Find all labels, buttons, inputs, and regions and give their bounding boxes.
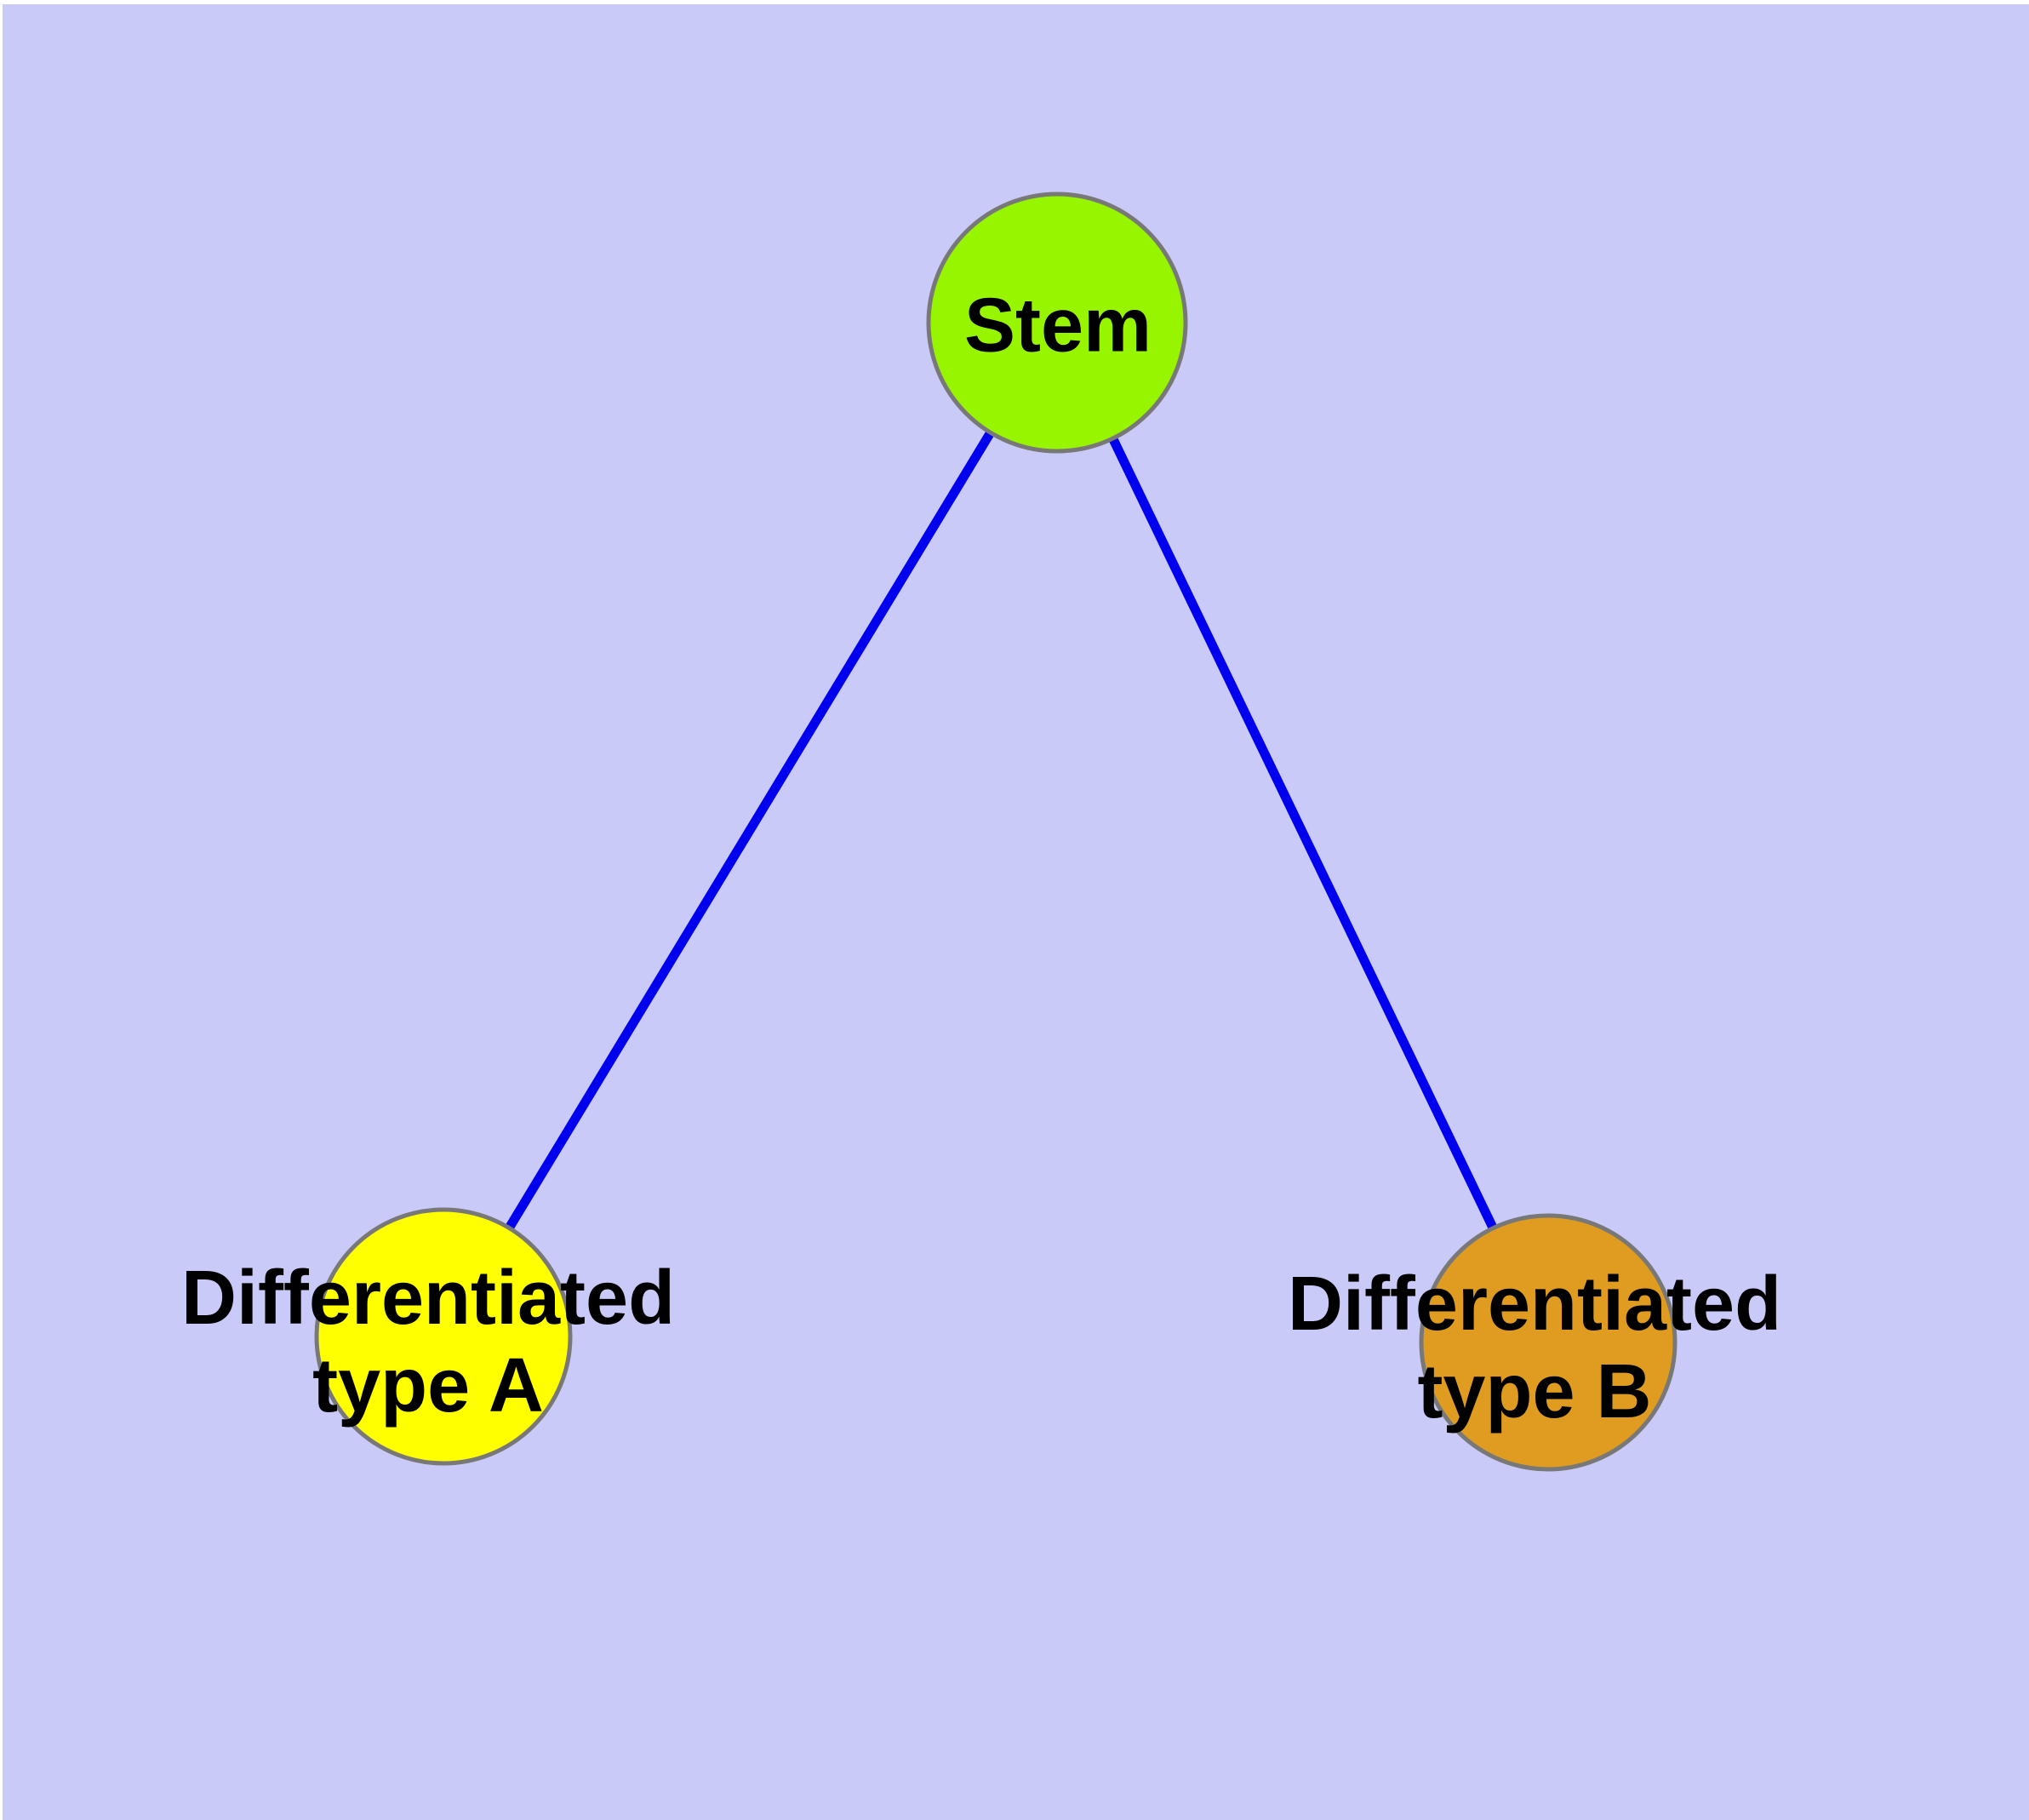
diagram-canvas: Stem Differentiated type A Differentiate… bbox=[3, 4, 2029, 1820]
node-type-a-label-line2: type A bbox=[312, 1343, 544, 1428]
node-type-a-label: Differentiated type A bbox=[181, 1255, 675, 1430]
edge-stem-to-type-a bbox=[439, 320, 1061, 1339]
node-stem-label-line1: Stem bbox=[963, 283, 1152, 369]
node-type-a-label-line1: Differentiated bbox=[180, 1256, 676, 1341]
node-type-b-label: Differentiated type B bbox=[1288, 1261, 1781, 1436]
node-stem-circle bbox=[926, 192, 1188, 454]
node-type-a-circle bbox=[314, 1207, 573, 1466]
node-group bbox=[314, 192, 1677, 1472]
node-stem-label: Stem bbox=[964, 283, 1152, 370]
graph-svg bbox=[314, 192, 1677, 1472]
edge-group bbox=[439, 320, 1552, 1345]
node-type-b-circle bbox=[1419, 1213, 1677, 1472]
node-type-b-label-line1: Differentiated bbox=[1287, 1262, 1782, 1347]
edge-stem-to-type-b bbox=[1053, 320, 1552, 1345]
node-type-b-label-line2: type B bbox=[1417, 1349, 1652, 1434]
